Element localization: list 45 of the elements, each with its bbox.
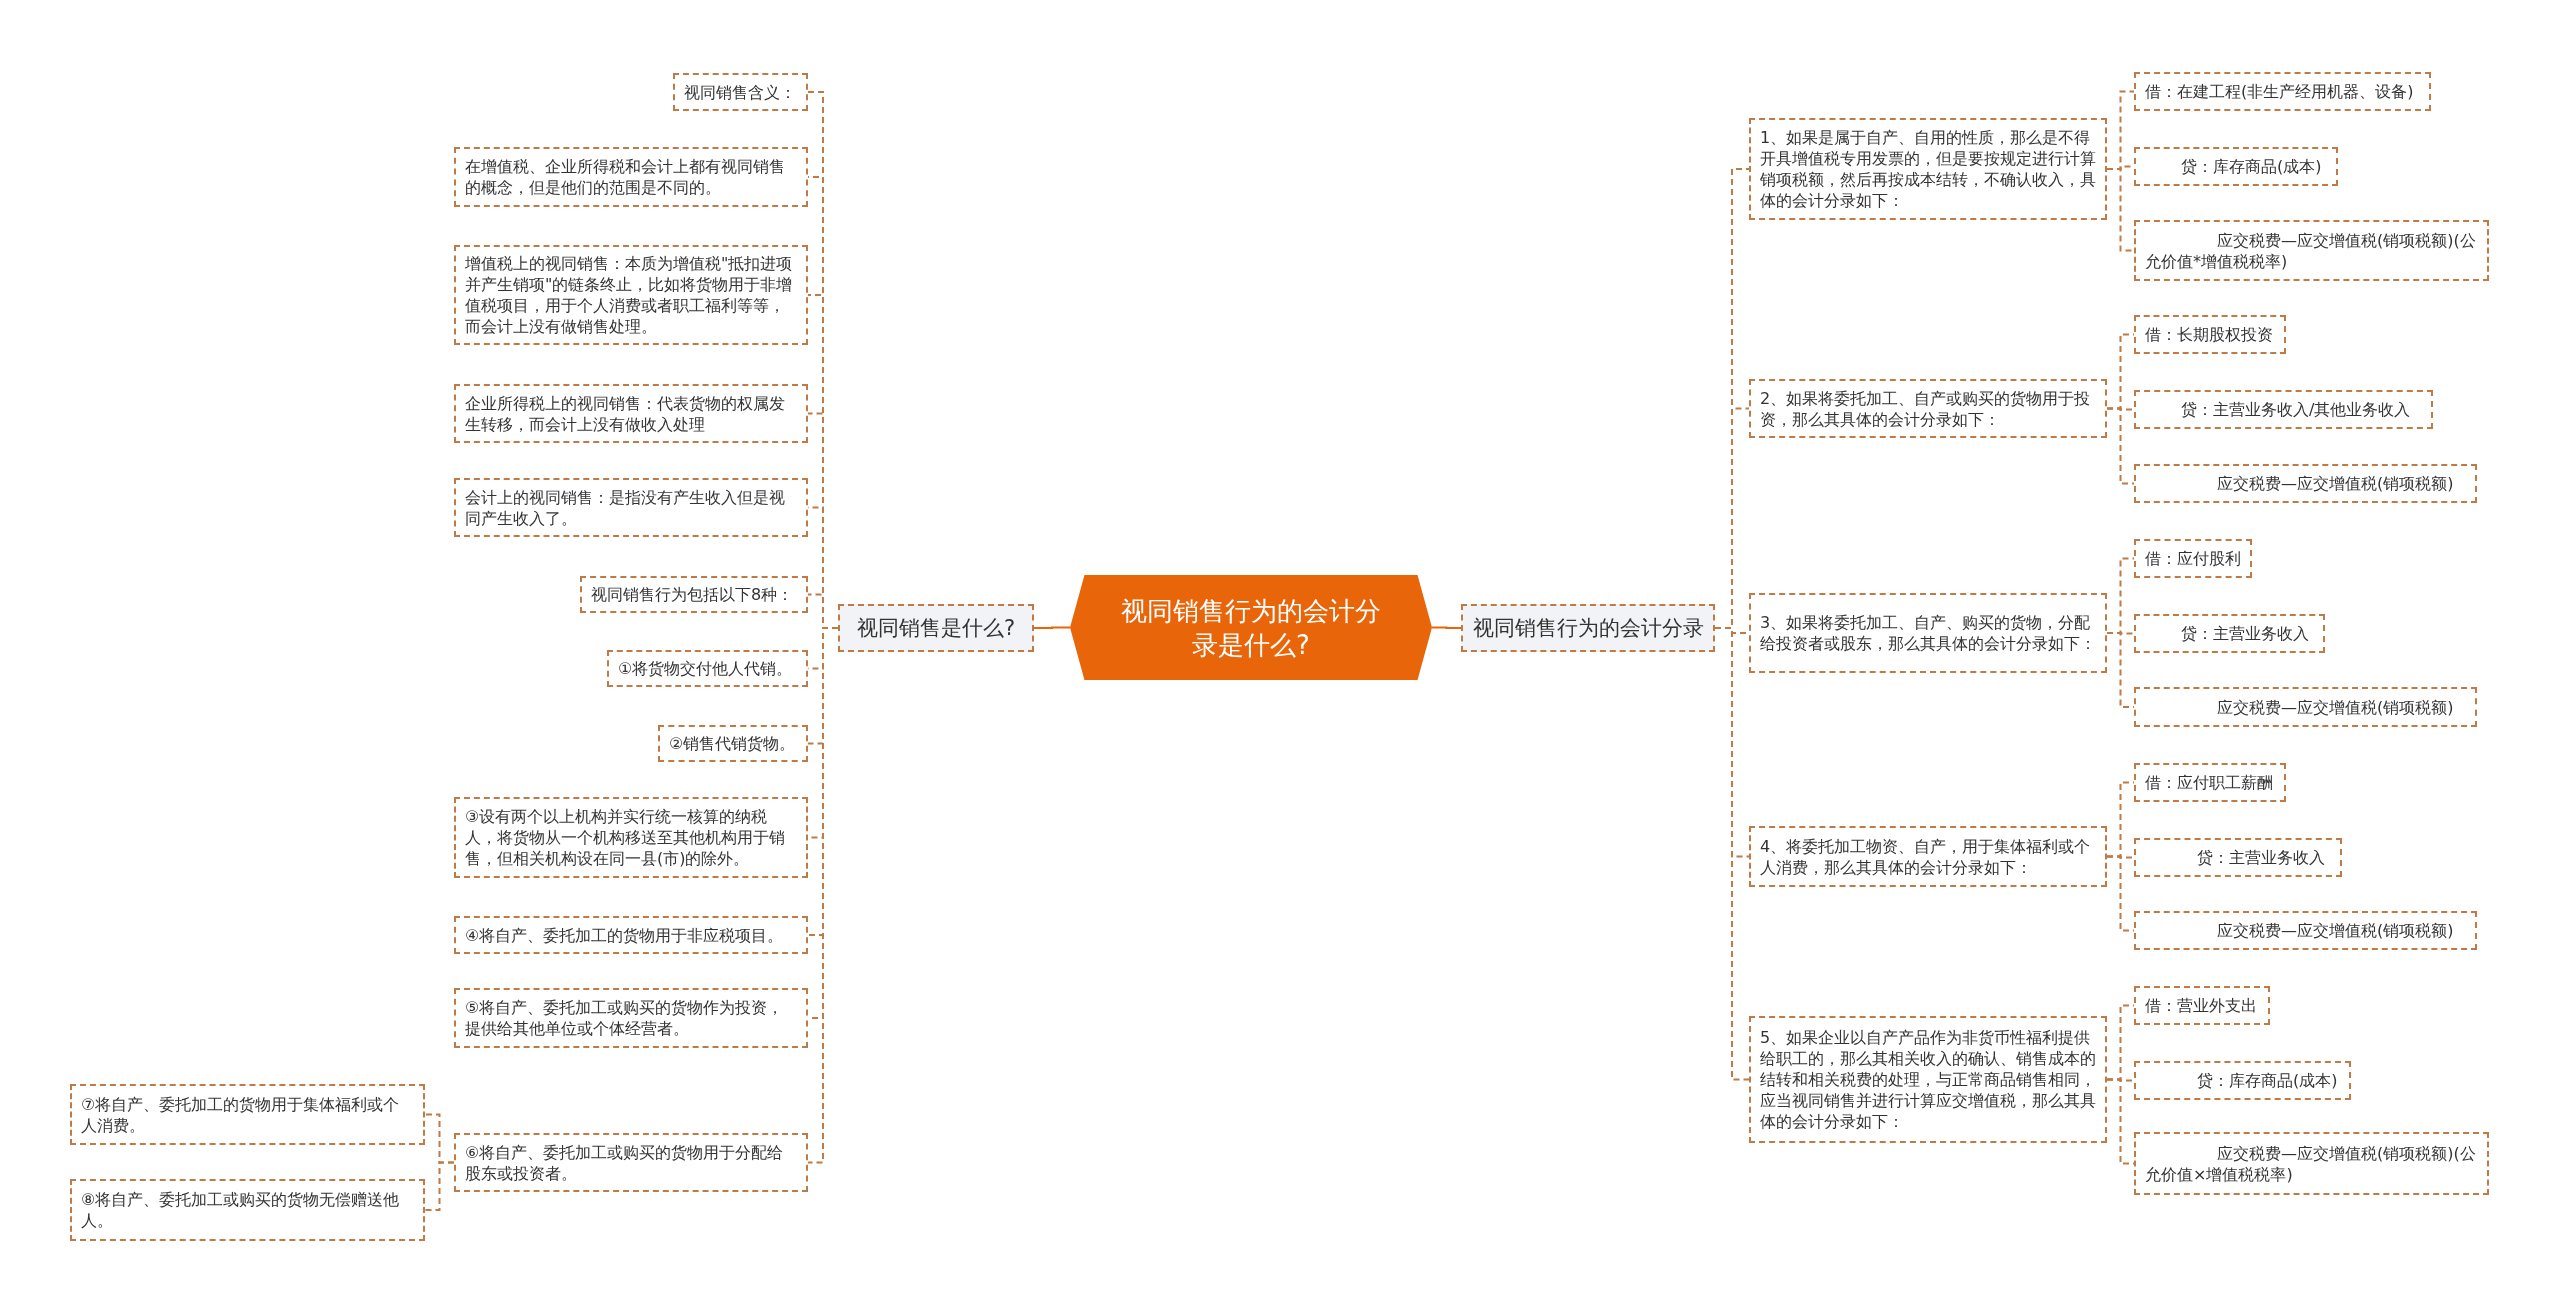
text-box: 应交税费—应交增值税(销项税额) (2134, 911, 2477, 950)
text-box: 4、将委托加工物资、自产，用于集体福利或个人消费，那么其具体的会计分录如下： (1749, 826, 2107, 887)
text-box: 借：应付职工薪酬 (2134, 763, 2286, 802)
text-box: 借：长期股权投资 (2134, 315, 2286, 354)
text-box: 贷：库存商品(成本) (2134, 147, 2338, 186)
text-box: ⑤将自产、委托加工或购买的货物作为投资，提供给其他单位或个体经营者。 (454, 988, 808, 1048)
connector (2106, 855, 2135, 932)
text-box: 借：应付股利 (2134, 539, 2252, 578)
text-box: 在增值税、企业所得税和会计上都有视同销售的概念，但是他们的范围是不同的。 (454, 147, 808, 207)
text-box: 2、如果将委托加工、自产或购买的货物用于投资，那么其具体的会计分录如下： (1749, 379, 2107, 438)
connector (2106, 1078, 2135, 1165)
text-box: 企业所得税上的视同销售：代表货物的权属发生转移，而会计上没有做收入处理 (454, 384, 808, 443)
text-box: 借：在建工程(非生产经用机器、设备) (2134, 72, 2431, 111)
text-box: 视同销售行为包括以下8种： (580, 576, 808, 613)
text-box: 贷：主营业务收入 (2134, 614, 2325, 653)
text-box: 贷：主营业务收入 (2134, 838, 2342, 877)
text-box: 增值税上的视同销售：本质为增值税"抵扣进项并产生销项"的链条终止，比如将货物用于非增值税项目，用于个人消费或者职工福利等等，而会计上没有做销售处理。 (454, 245, 808, 345)
connector (2106, 407, 2135, 485)
text-box: 贷：主营业务收入/其他业务收入 (2134, 390, 2433, 429)
text-box: 贷：库存商品(成本) (2134, 1061, 2351, 1100)
text-box: ③设有两个以上机构并实行统一核算的纳税人，将货物从一个机构移送至其他机构用于销售，但相关机构设在同一县(市)的除外。 (454, 797, 808, 878)
text-box: 借：营业外支出 (2134, 986, 2270, 1025)
topic-hexagon: 视同销售行为的会计分录是什么? (1070, 575, 1432, 680)
text-box: 1、如果是属于自产、自用的性质，那么是不得开具增值税专用发票的，但是要按规定进行计算销项税额，然后再按成本结转，不确认收入，具体的会计分录如下： (1749, 118, 2107, 220)
text-box: ⑧将自产、委托加工或购买的货物无偿赠送他人。 (70, 1179, 425, 1241)
connector (2106, 632, 2135, 708)
text-box: 5、如果企业以自产产品作为非货币性福利提供给职工的，那么其相关收入的确认、销售成本的结转和相关税费的处理，与正常商品销售相同，应当视同销售并进行计算应交增值税，那么其具体的会计分录如下： (1749, 1016, 2107, 1143)
text-box: 应交税费—应交增值税(销项税额) (2134, 687, 2477, 727)
connector (424, 1161, 455, 1211)
branch-box: 视同销售是什么? (838, 604, 1034, 652)
text-box: ⑦将自产、委托加工的货物用于集体福利或个人消费。 (70, 1084, 425, 1145)
connector (2106, 168, 2135, 252)
text-box: ⑥将自产、委托加工或购买的货物用于分配给股东或投资者。 (454, 1133, 808, 1192)
connector (1033, 626, 1071, 629)
text-box: 视同销售含义： (673, 73, 808, 111)
text-box: 应交税费—应交增值税(销项税额) (2134, 464, 2477, 503)
branch-box: 视同销售行为的会计分录 (1461, 604, 1715, 652)
text-box: 应交税费—应交增值税(销项税额)(公允价值*增值税税率) (2134, 220, 2489, 281)
text-box: 会计上的视同销售：是指没有产生收入但是视同产生收入了。 (454, 478, 808, 537)
text-box: 3、如果将委托加工、自产、购买的货物，分配给投资者或股东，那么其具体的会计分录如下： (1749, 593, 2107, 673)
text-box: ④将自产、委托加工的货物用于非应税项目。 (454, 916, 808, 954)
text-box: ②销售代销货物。 (658, 725, 808, 762)
connector (1431, 626, 1462, 629)
text-box: ①将货物交付他人代销。 (607, 650, 808, 687)
text-box: 应交税费—应交增值税(销项税额)(公允价值×增值税税率) (2134, 1132, 2489, 1195)
